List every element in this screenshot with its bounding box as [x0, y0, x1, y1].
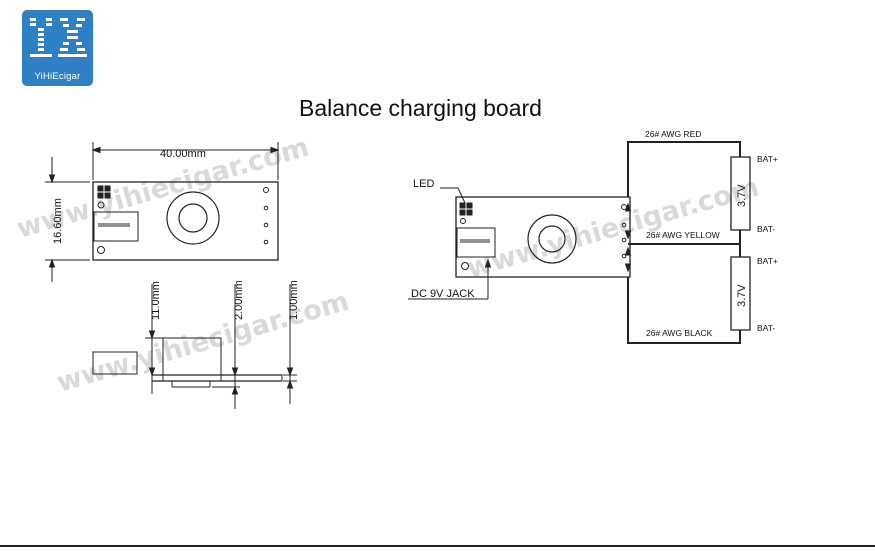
coil-outer-ring: [166, 191, 220, 245]
pcb-outline: [92, 181, 279, 261]
bat-minus-label: BAT-: [757, 323, 775, 333]
height-dimension-label: 16.60mm: [52, 198, 64, 244]
bat-minus-label: BAT-: [757, 224, 775, 234]
wire-hole: [263, 222, 269, 228]
coil-inner-ring: [178, 203, 208, 233]
bottom-divider: [0, 545, 875, 547]
watermark: www.yihiecigar.com: [53, 286, 352, 399]
height-dimension: [45, 157, 90, 282]
wire-hole: [263, 239, 269, 245]
mount-hole: [97, 246, 105, 254]
total-height-label: 11.0mm: [150, 281, 162, 320]
bat-plus-label: BAT+: [757, 256, 778, 266]
wire-hole: [621, 253, 627, 259]
cell-voltage-label: 3.7V: [736, 284, 748, 307]
yihiecigar-logo: YiHiEcigar: [22, 10, 93, 86]
wire-hole: [263, 187, 269, 193]
led-pad: [104, 185, 111, 192]
width-dimension: [91, 142, 280, 180]
led-label: LED: [413, 178, 434, 190]
black-wire: [627, 277, 741, 344]
cell-voltage-label: 3.7V: [736, 184, 748, 207]
led-pad: [97, 192, 104, 199]
mount-hole: [97, 201, 105, 209]
coil-outer-ring: [527, 214, 577, 264]
led-pad: [466, 209, 473, 216]
board-thickness-label: 1.00mm: [288, 280, 300, 320]
board-side-view: [92, 284, 297, 409]
led-pad: [459, 209, 466, 216]
dimension-labels: 40.00mm 16.60mm 11.0mm 2.00mm 1.00mm: [52, 148, 300, 320]
bat-plus-label: BAT+: [757, 154, 778, 164]
wiring-labels: LED DC 9V JACK 26# AWG RED 26# AWG YELLO…: [411, 129, 778, 338]
dc-jack-label: DC 9V JACK: [411, 288, 475, 300]
logo-emblem-icon: [30, 18, 87, 57]
watermarks: www.yihiecigar.com www.yihiecigar.com ww…: [13, 132, 762, 399]
mount-hole: [460, 218, 466, 224]
yellow-wire-label: 26# AWG YELLOW: [646, 230, 720, 240]
wire-hole: [621, 222, 627, 228]
black-wire-label: 26# AWG BLACK: [646, 328, 713, 338]
diagram-title: Balance charging board: [299, 95, 542, 121]
watermark: www.yihiecigar.com: [463, 172, 762, 285]
battery-cell: [730, 256, 751, 331]
width-dimension-label: 40.00mm: [160, 148, 206, 160]
mount-hole: [461, 262, 469, 270]
wiring-diagram: [408, 141, 751, 344]
battery-cell: [730, 156, 751, 231]
led-pad: [104, 192, 111, 199]
board-gap-label: 2.00mm: [233, 280, 245, 320]
led-pad: [459, 202, 466, 209]
wire-hole: [263, 205, 269, 211]
board-top-view: [92, 181, 279, 261]
led-pad: [97, 185, 104, 192]
dc-jack-side: [92, 351, 138, 375]
dc-jack-outline: [93, 211, 139, 242]
coil-inner-ring: [538, 225, 566, 253]
wire-hole: [621, 237, 627, 243]
red-wire: [627, 141, 741, 197]
pcb-outline: [455, 196, 631, 278]
dc-jack-outline: [456, 227, 496, 258]
logo-text: YiHiEcigar: [34, 71, 81, 82]
led-pad: [466, 202, 473, 209]
red-wire-label: 26# AWG RED: [645, 129, 701, 139]
